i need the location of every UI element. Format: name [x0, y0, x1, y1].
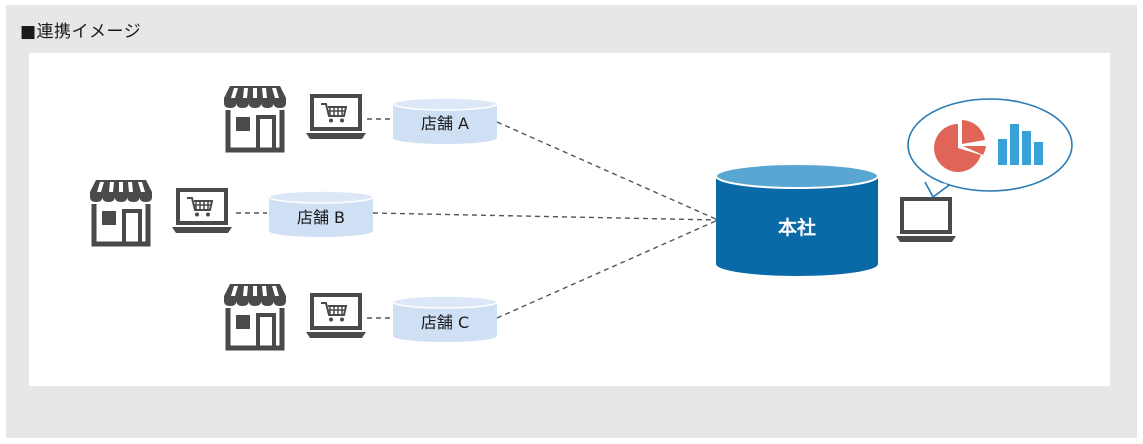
connection-lines	[236, 118, 719, 319]
headquarters-label: 本社	[778, 216, 816, 239]
laptop-icon	[894, 197, 958, 244]
analytics-speech-bubble	[907, 98, 1073, 199]
store-b-row: 店舗 B	[90, 180, 374, 244]
shop-icon	[224, 284, 286, 348]
store-a-label: 店舗 A	[421, 114, 469, 133]
laptop-cart-icon	[304, 94, 368, 141]
shop-icon	[90, 180, 152, 244]
store-a-row: 店舗 A	[224, 86, 498, 150]
diagram-heading: ■連携イメージ	[20, 22, 142, 42]
diagram-panel	[29, 53, 1110, 386]
store-b-label: 店舗 B	[297, 208, 345, 227]
headquarters-database: 本社	[715, 163, 879, 276]
pie-chart-icon	[934, 120, 986, 172]
shop-icon	[224, 86, 286, 150]
laptop-cart-icon	[304, 293, 368, 340]
store-c-label: 店舗 C	[421, 313, 469, 332]
laptop-cart-icon	[170, 188, 234, 235]
store-c-row: 店舗 C	[224, 284, 498, 348]
bar-chart-icon	[998, 124, 1043, 165]
